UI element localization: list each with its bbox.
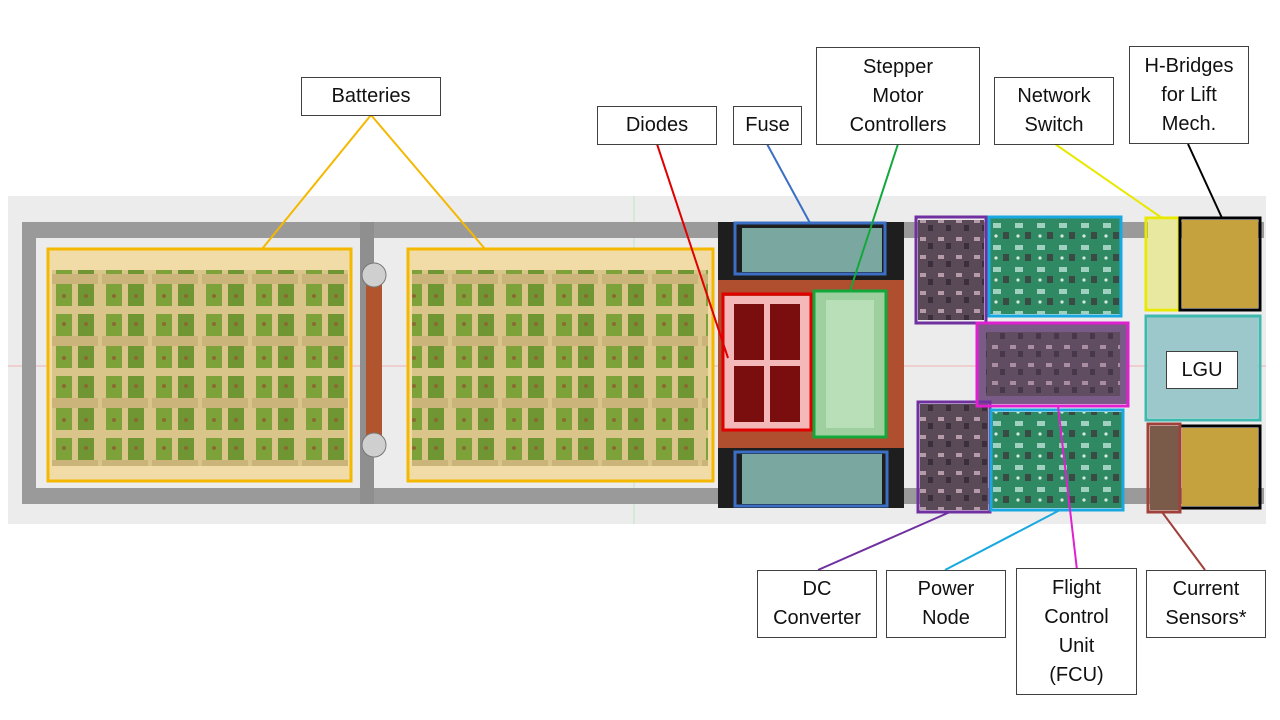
leader-hbridges (1187, 143, 1223, 219)
highlight-fcu (975, 321, 1130, 408)
leader-dc-converter (817, 511, 951, 571)
label-fcu: Flight Control Unit (FCU) (1016, 568, 1137, 695)
highlight-hbridge-top (1178, 216, 1262, 312)
label-diodes: Diodes (597, 106, 717, 145)
fuse-body-top (742, 228, 882, 272)
label-batteries: Batteries (301, 77, 441, 116)
hbridge-bottom-body (1182, 428, 1258, 506)
leader-diodes (656, 143, 729, 359)
battery-pack-right (408, 250, 712, 480)
leader-current-sensors (1161, 511, 1206, 571)
battery-pack-left (48, 250, 350, 480)
label-dc-converter: DC Converter (757, 570, 877, 638)
label-power-node: Power Node (886, 570, 1006, 638)
highlight-power-node-bottom (989, 408, 1125, 512)
highlight-dc-converter-top (914, 215, 988, 325)
label-network-switch: Network Switch (994, 77, 1114, 145)
dc-converter-board-bottom (920, 404, 988, 510)
highlight-current-sensors (1146, 422, 1182, 514)
leader-network (1054, 143, 1163, 219)
leader-power-node (944, 509, 1061, 571)
leader-fuse (766, 143, 811, 224)
power-node-board-bottom (992, 412, 1122, 508)
label-fuse: Fuse (733, 106, 802, 145)
label-h-bridges: H-Bridges for Lift Mech. (1129, 46, 1249, 144)
highlight-power-node-top (987, 215, 1123, 318)
leader-batteries-right (370, 114, 486, 250)
leader-stepper (849, 143, 899, 292)
dc-converter-board-top (918, 220, 984, 320)
current-sensors-body (1150, 426, 1180, 510)
fuse-body-bottom (742, 454, 882, 504)
highlight-lgu (1144, 314, 1262, 422)
leader-batteries-left (261, 114, 372, 250)
hbridge-top-body (1182, 220, 1258, 308)
diode-block (724, 296, 810, 430)
network-switch-body (1148, 220, 1178, 308)
highlight-fuse-bottom (733, 450, 889, 508)
label-lgu: LGU (1166, 351, 1238, 389)
power-node-board-top (990, 218, 1120, 314)
label-stepper-motor-controllers: Stepper Motor Controllers (816, 47, 980, 145)
label-current-sensors: Current Sensors* (1146, 570, 1266, 638)
highlight-diodes (721, 292, 813, 432)
leader-fcu (1057, 405, 1078, 571)
highlight-batteries-left (46, 247, 353, 483)
highlight-batteries-right (406, 247, 715, 483)
